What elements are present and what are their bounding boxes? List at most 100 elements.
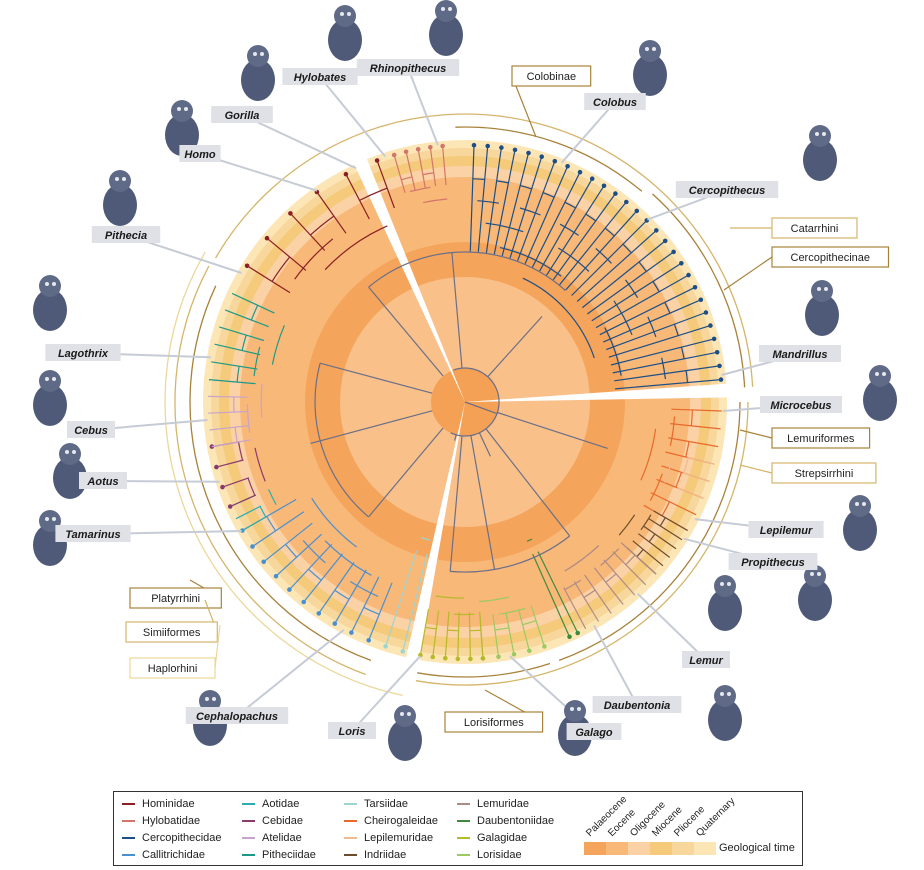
ring-gap xyxy=(404,402,465,668)
legend-label: Daubentoniidae xyxy=(477,815,555,827)
clade-arc-haplorhini xyxy=(164,251,403,697)
tree-branch xyxy=(612,351,718,374)
tree-branch xyxy=(211,439,251,448)
tree-tip xyxy=(512,147,518,153)
tree-tip xyxy=(332,621,338,626)
tree-branch xyxy=(670,423,721,430)
tree-branch xyxy=(268,489,277,505)
tree-branch xyxy=(334,569,367,624)
tree-branch xyxy=(303,553,344,603)
clade-label-catarrhini: Catarrhini xyxy=(730,217,858,239)
tree-tip xyxy=(679,261,684,266)
tree-branch xyxy=(557,247,590,272)
tree-branch xyxy=(492,614,500,657)
genus-label-cercopithecus: Cercopithecus xyxy=(675,181,779,198)
legend-label: Lepilemuridae xyxy=(364,832,434,844)
tree-branch xyxy=(563,587,587,630)
tree-branch xyxy=(222,477,250,488)
tree-branch xyxy=(608,325,711,358)
genus-label-cebus: Cebus xyxy=(67,421,115,438)
tree-branch xyxy=(522,277,595,359)
clade-arc-cercopithecinae xyxy=(651,193,746,388)
legend-item-indriidae: Indriidae xyxy=(344,847,438,864)
tree-branch xyxy=(499,607,526,615)
tree-branch xyxy=(571,219,648,296)
tree-branch xyxy=(610,338,715,366)
genus-connector xyxy=(560,101,616,164)
genus-label-lemur: Lemur xyxy=(682,651,730,668)
tree-branch xyxy=(524,166,569,265)
tree-tip xyxy=(718,377,724,382)
clade-label-platyrrhini: Platyrrhini xyxy=(129,579,222,609)
tree-branch xyxy=(231,292,275,314)
tree-tip xyxy=(400,649,406,654)
tree-branch xyxy=(324,540,372,576)
snub-nosed-monkey-icon xyxy=(429,0,463,56)
legend-swatch xyxy=(242,837,255,840)
tree-branch xyxy=(289,212,326,251)
tree-branch xyxy=(519,207,541,216)
tree-branch xyxy=(469,145,475,252)
epoch-swatch xyxy=(584,842,606,855)
tree-branch xyxy=(263,522,313,563)
genus-name: Hylobates xyxy=(294,72,347,84)
tree-branch xyxy=(454,434,457,441)
genus-connector xyxy=(241,114,357,170)
tree-branch xyxy=(565,210,638,291)
genus-label-gorilla: Gorilla xyxy=(211,106,273,123)
tree-branch xyxy=(687,456,715,465)
tree-branch xyxy=(614,365,720,382)
genus-name: Galago xyxy=(575,727,613,739)
legend-label: Pitheciidae xyxy=(262,849,316,861)
tree-tip xyxy=(428,145,433,150)
tree-branch xyxy=(545,185,605,276)
tree-branch xyxy=(216,459,244,468)
tree-tip xyxy=(455,656,461,662)
clade-name: Lorisiformes xyxy=(464,717,524,729)
genus-name: Pithecia xyxy=(105,230,147,242)
tree-branch xyxy=(246,404,251,433)
genus-label-homo: Homo xyxy=(179,145,221,162)
genus-label-loris: Loris xyxy=(328,722,376,739)
legend-swatch xyxy=(122,820,135,823)
tree-branch xyxy=(457,612,460,659)
tree-tip xyxy=(209,444,215,449)
tree-branch xyxy=(485,222,524,233)
tree-branch xyxy=(310,410,433,444)
tree-branch xyxy=(615,379,722,390)
tree-branch xyxy=(682,472,710,482)
tree-branch xyxy=(485,147,502,253)
tree-branch xyxy=(472,178,485,181)
tree-tip xyxy=(443,655,448,661)
tree-tip xyxy=(698,297,704,303)
clade-name: Haplorhini xyxy=(148,663,198,675)
genus-name: Mandrillus xyxy=(772,349,827,361)
genus-name: Lemur xyxy=(689,655,723,667)
tree-branch xyxy=(677,487,704,499)
epoch-swatch xyxy=(606,842,628,855)
legend-item-lemuridae: Lemuridae xyxy=(457,796,554,813)
tree-branch xyxy=(497,411,608,449)
tree-branch xyxy=(653,510,688,532)
clade-label-strepsirrhini: Strepsirrhini xyxy=(739,462,877,484)
tree-branch xyxy=(429,147,437,187)
tree-branch xyxy=(345,173,370,220)
tree-tip xyxy=(343,171,349,177)
genus-connector xyxy=(593,624,638,706)
tree-tip xyxy=(552,158,558,164)
tree-branch xyxy=(294,238,334,280)
legend-swatch xyxy=(344,803,357,806)
tree-tip xyxy=(288,211,293,216)
genus-label-pithecia: Pithecia xyxy=(91,226,161,243)
tree-branch xyxy=(288,543,333,591)
tree-tip xyxy=(316,611,322,616)
tree-tip xyxy=(391,152,397,158)
legend-swatch xyxy=(457,837,470,840)
tree-branch xyxy=(420,536,431,541)
tree-branch xyxy=(260,384,263,418)
tree-branch xyxy=(640,514,652,531)
